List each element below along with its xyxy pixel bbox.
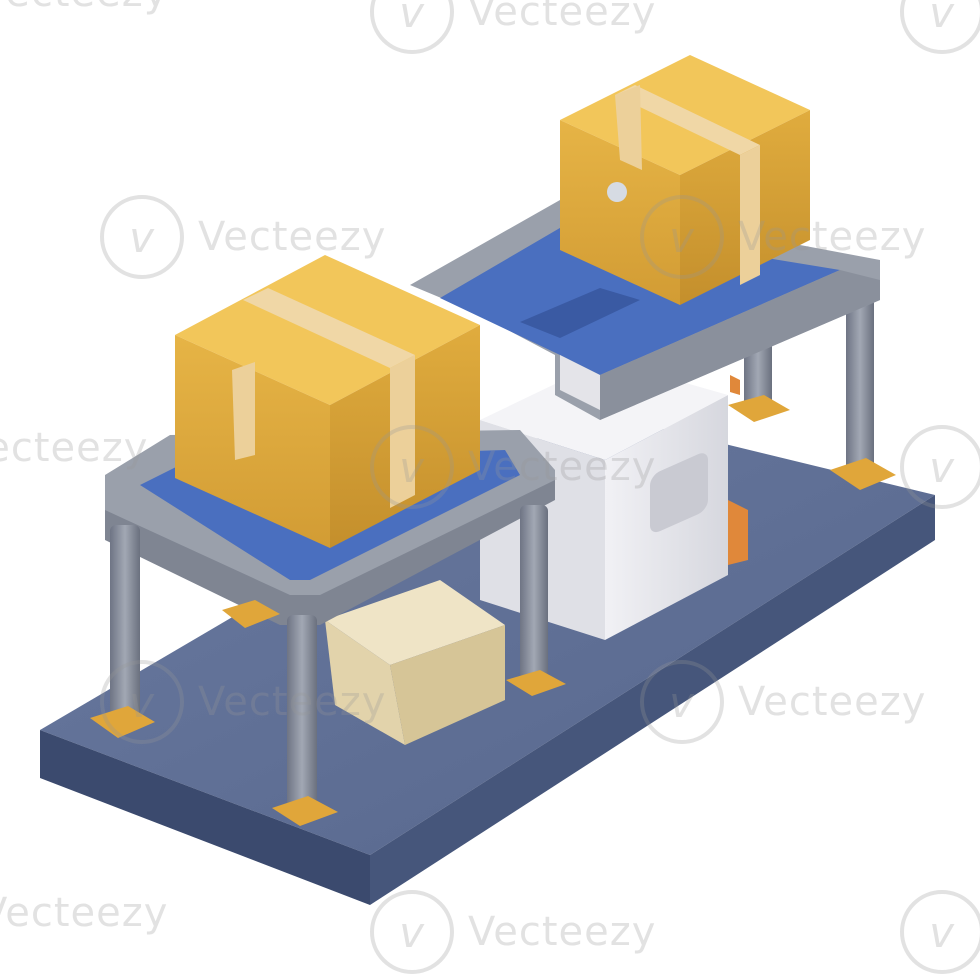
base-front: [40, 730, 370, 905]
rear-legs: [728, 290, 896, 490]
base-side: [370, 495, 935, 905]
rear-box: [560, 55, 810, 305]
machine-window: [650, 453, 708, 533]
rear-box-tape-top: [615, 85, 760, 155]
front-legs: [90, 505, 566, 826]
front-box-tape-top: [243, 288, 415, 368]
front-box: [175, 255, 480, 548]
beige-box: [325, 580, 505, 745]
rear-box-label: [607, 182, 627, 202]
